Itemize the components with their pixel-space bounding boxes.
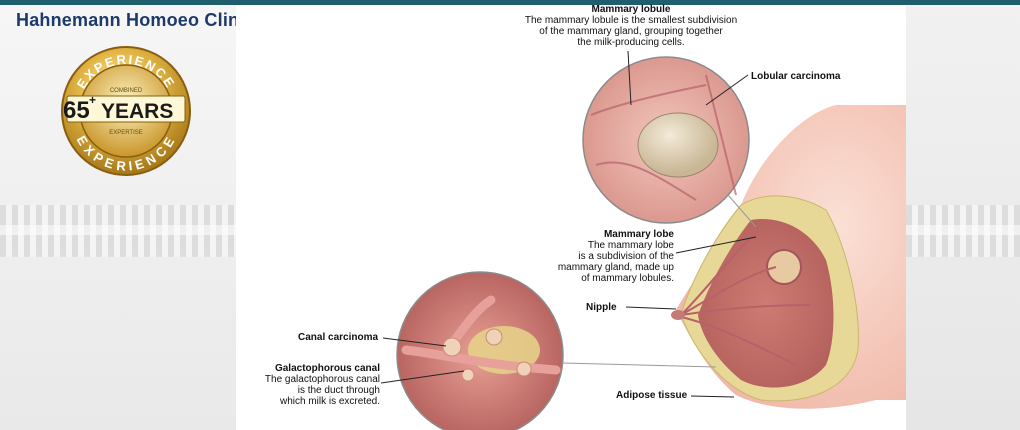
canal-tumors	[442, 328, 532, 382]
badge-combined: COMBINED	[110, 88, 143, 94]
label-mammary-lobe: Mammary lobe The mammary lobe is a subdi…	[557, 229, 674, 284]
nipple-shape	[671, 310, 685, 320]
badge-expertise: EXPERTISE	[109, 130, 143, 136]
label-canal-carcinoma: Canal carcinoma	[298, 332, 379, 343]
badge-years-number: 65	[63, 97, 90, 124]
badge-plus: +	[89, 93, 96, 107]
diagram-canvas: Mammary lobule The mammary lobule is the…	[236, 4, 906, 430]
duct-lines	[680, 232, 812, 366]
zoom-connectors	[561, 194, 757, 368]
label-galactophorous-canal: Galactophorous canal The galactophorous …	[264, 363, 380, 407]
anatomy-illustration	[380, 50, 906, 430]
lobular-tumor	[637, 112, 719, 178]
experience-badge: EXPERIENCE EXPERIENCE COMBINED 65 + YEAR…	[61, 46, 191, 176]
label-mammary-lobule: Mammary lobule The mammary lobule is the…	[524, 4, 738, 48]
badge-ribbon	[66, 95, 186, 123]
label-nipple: Nipple	[586, 302, 617, 313]
header-bar	[0, 0, 1020, 5]
label-adipose-tissue: Adipose tissue	[616, 390, 688, 401]
left-decorative-stripe	[0, 205, 236, 257]
label-lobular-carcinoma: Lobular carcinoma	[751, 71, 841, 82]
lobe-highlight	[766, 249, 802, 285]
right-decorative-stripe	[906, 205, 1020, 257]
leader-lines	[380, 50, 757, 398]
clinic-name: Hahnemann Homoeo Clinic	[16, 10, 255, 30]
badge-years-word: YEARS	[101, 100, 173, 123]
